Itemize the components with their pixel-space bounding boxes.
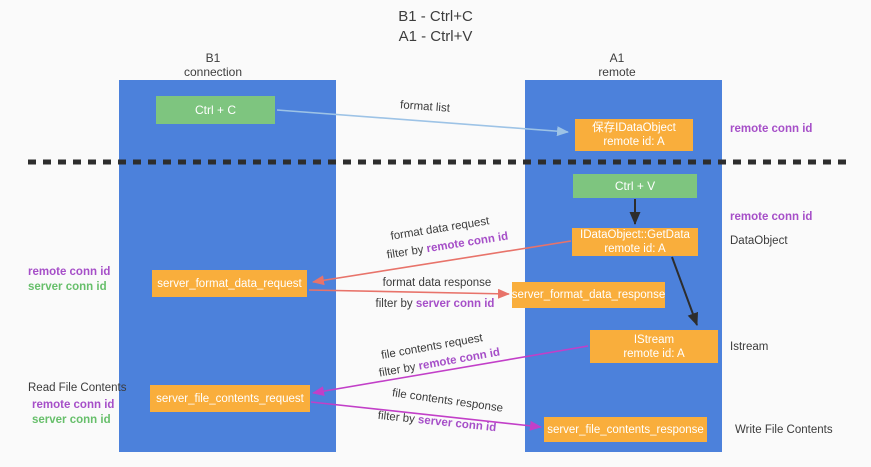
box-server-format-data-response: server_format_data_response bbox=[512, 282, 665, 308]
label-server-conn-id-read: server conn id bbox=[32, 414, 111, 426]
box-save-idataobject-line1: 保存IDataObject bbox=[592, 122, 676, 134]
server-conn-id-text: server conn id bbox=[415, 298, 495, 310]
arrow-format-data-response bbox=[308, 288, 510, 299]
box-save-idataobject: 保存IDataObject remote id: A bbox=[575, 119, 693, 151]
filter-prefix-text: filter by bbox=[377, 409, 416, 426]
column-header-a1-line2: remote bbox=[598, 65, 636, 79]
box-server-file-contents-request-label: server_file_contents_request bbox=[156, 392, 304, 405]
label-istream: Istream bbox=[730, 341, 769, 353]
label-remote-conn-id-right-mid: remote conn id bbox=[730, 211, 813, 223]
column-header-b1-line2: connection bbox=[183, 65, 243, 79]
box-server-file-contents-request: server_file_contents_request bbox=[150, 385, 310, 412]
box-ctrl-v-label: Ctrl + V bbox=[614, 179, 656, 193]
column-header-b1-line1: B1 bbox=[205, 51, 221, 65]
diagram-title: B1 - Ctrl+C A1 - Ctrl+V bbox=[0, 7, 871, 47]
diagram-title-line2: A1 - Ctrl+V bbox=[398, 28, 473, 45]
box-server-format-data-response-label: server_format_data_response bbox=[511, 289, 666, 301]
filter-prefix-text: filter by bbox=[385, 243, 425, 262]
box-server-format-data-request-label: server_format_data_request bbox=[157, 277, 302, 290]
box-istream-line1: IStream bbox=[633, 333, 675, 346]
filter-prefix-text: filter by bbox=[378, 361, 417, 380]
column-header-a1-line1: A1 bbox=[609, 51, 625, 65]
label-format-list: format list bbox=[399, 99, 451, 115]
box-idataobject-getdata-line2: remote id: A bbox=[604, 243, 666, 255]
label-file-contents-response: file contents response bbox=[391, 387, 504, 415]
box-istream-line2: remote id: A bbox=[623, 347, 685, 360]
diagram-title-line1: B1 - Ctrl+C bbox=[398, 8, 473, 25]
box-istream: IStream remote id: A bbox=[590, 330, 718, 363]
box-idataobject-getdata-line1: IDataObject::GetData bbox=[580, 229, 690, 241]
box-ctrl-c: Ctrl + C bbox=[156, 96, 275, 124]
label-format-data-response: format data response bbox=[382, 277, 492, 289]
box-ctrl-v: Ctrl + V bbox=[573, 174, 697, 198]
server-conn-id-text: server conn id bbox=[417, 414, 497, 435]
box-server-format-data-request: server_format_data_request bbox=[152, 270, 307, 297]
label-remote-conn-id-left: remote conn id bbox=[28, 266, 111, 278]
box-ctrl-c-label: Ctrl + C bbox=[194, 103, 236, 117]
box-save-idataobject-line2: remote id: A bbox=[603, 136, 665, 148]
label-write-file-contents: Write File Contents bbox=[735, 424, 833, 436]
label-filter-server-conn-id-file: filter by server conn id bbox=[372, 409, 503, 435]
label-remote-conn-id-right-top: remote conn id bbox=[730, 123, 813, 135]
box-idataobject-getdata: IDataObject::GetData remote id: A bbox=[572, 228, 698, 256]
label-dataobject: DataObject bbox=[730, 235, 788, 247]
box-server-file-contents-response: server_file_contents_response bbox=[544, 417, 707, 442]
label-filter-server-conn-id-format: filter by server conn id bbox=[370, 298, 500, 310]
label-remote-conn-id-read: remote conn id bbox=[32, 399, 115, 411]
box-server-file-contents-response-label: server_file_contents_response bbox=[547, 423, 704, 436]
filter-prefix-text: filter by bbox=[375, 298, 413, 310]
label-server-conn-id-left: server conn id bbox=[28, 281, 107, 293]
column-header-b1: B1 connection bbox=[153, 51, 273, 79]
column-header-a1: A1 remote bbox=[557, 51, 677, 79]
label-read-file-contents: Read File Contents bbox=[28, 382, 127, 394]
